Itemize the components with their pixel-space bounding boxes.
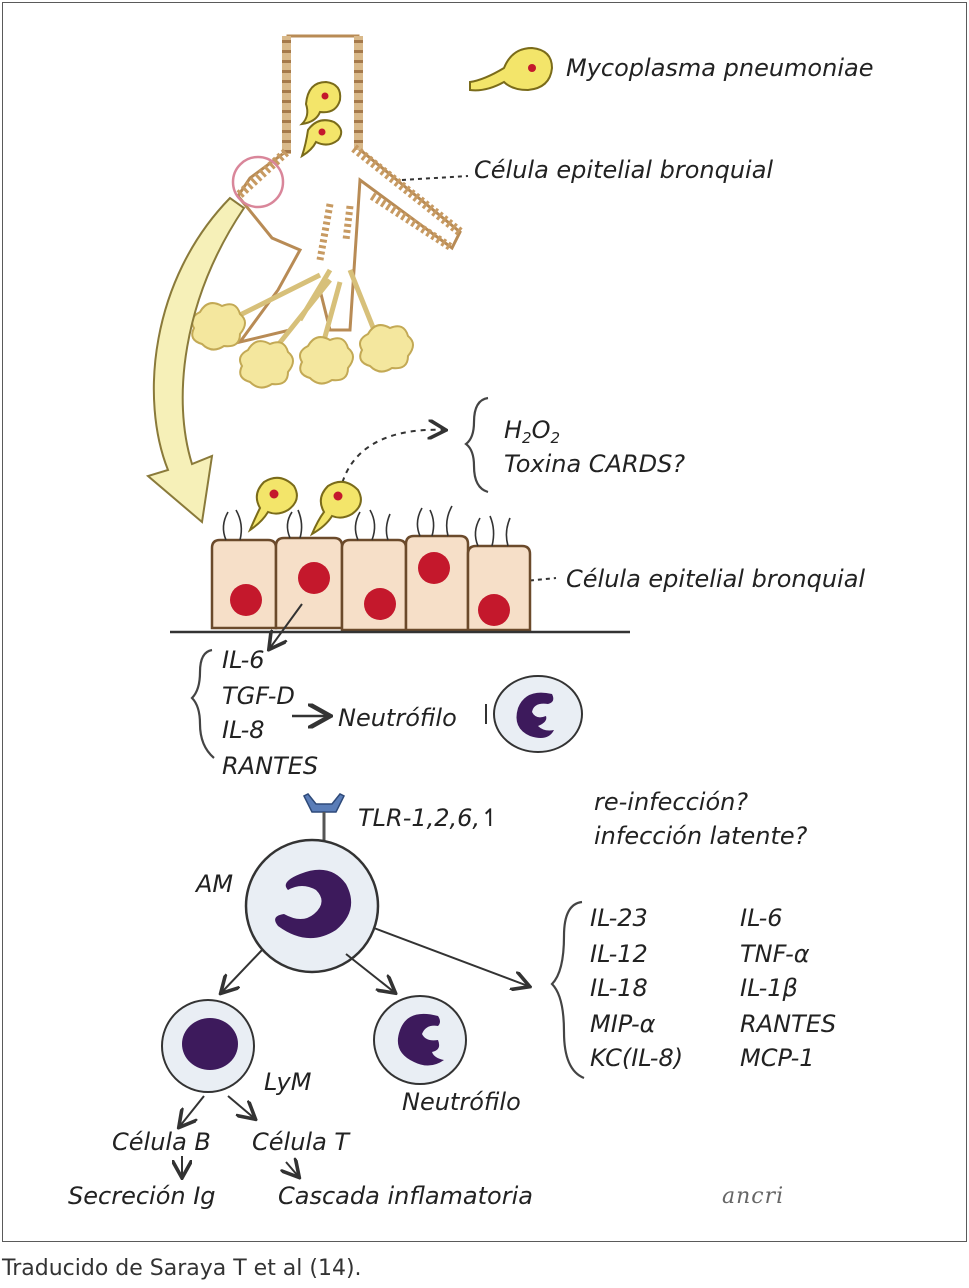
label-ig-secretion: Secreción Ig [68, 1182, 216, 1210]
bronchial-tree [228, 34, 463, 357]
cytokine-right-1: IL-6 [740, 904, 783, 932]
cytokine-right-5: MCP-1 [740, 1044, 815, 1072]
macrophage-cell [244, 838, 380, 974]
cytokine-right-2: TNF-α [740, 940, 810, 968]
mycoplasma-in-bronchus [299, 80, 343, 159]
cytokine-right-3: IL-1β [740, 974, 798, 1002]
neutrophil-cell-1 [493, 675, 583, 753]
h2o2-h: H [504, 416, 523, 444]
label-cascade: Cascada inflamatoria [278, 1182, 533, 1210]
label-mycoplasma: Mycoplasma pneumoniae [566, 54, 874, 82]
label-neutrophil-2: Neutrófilo [402, 1088, 521, 1116]
tlr-receptor [302, 793, 346, 840]
cytokine-left-3: IL-18 [590, 974, 648, 1002]
label-t-cell: Célula T [252, 1128, 350, 1156]
cytokine-left-2: IL-12 [590, 940, 648, 968]
cytokine-left-1: IL-23 [590, 904, 648, 932]
label-il6: IL-6 [222, 646, 265, 674]
label-latent: infección latente? [594, 822, 808, 850]
label-tlr: TLR-1,2,6,↿ [358, 804, 501, 832]
label-h2o2: H2O2 [504, 418, 560, 446]
h2o2-sub2: 2 [550, 429, 561, 447]
label-lym: LyM [264, 1068, 312, 1096]
artist-signature: ancri [722, 1184, 785, 1209]
cytokine-left-5: KC(IL-8) [590, 1044, 684, 1072]
epithelial-cells [210, 476, 532, 632]
label-toxin: Toxina CARDS? [504, 450, 686, 478]
label-neutrophil-1: Neutrófilo [338, 704, 457, 732]
lymphocyte-cell [161, 999, 255, 1093]
label-il8: IL-8 [222, 716, 265, 744]
label-am: AM [196, 870, 234, 898]
label-tgf: TGF-D [222, 682, 295, 710]
label-epithelial-cells: Célula epitelial bronquial [566, 565, 866, 593]
label-rantes: RANTES [222, 752, 319, 780]
toxin-arrow [339, 430, 444, 493]
h2o2-sub1: 2 [522, 429, 532, 447]
h2o2-o: O [531, 416, 551, 444]
label-b-cell: Célula B [112, 1128, 211, 1156]
alveoli [191, 302, 414, 389]
figure-caption: Traducido de Saraya T et al (14). [2, 1256, 362, 1281]
zoom-circle [231, 155, 285, 209]
label-reinfection: re-infección? [594, 788, 749, 816]
mycoplasma-icon [469, 46, 554, 92]
cytokine-right-4: RANTES [740, 1010, 837, 1038]
neutrophil-cell-2 [373, 995, 467, 1085]
zoom-arrow [145, 196, 246, 524]
cytokine-left-4: MIP-α [590, 1010, 656, 1038]
label-epithelial-top: Célula epitelial bronquial [474, 156, 774, 184]
